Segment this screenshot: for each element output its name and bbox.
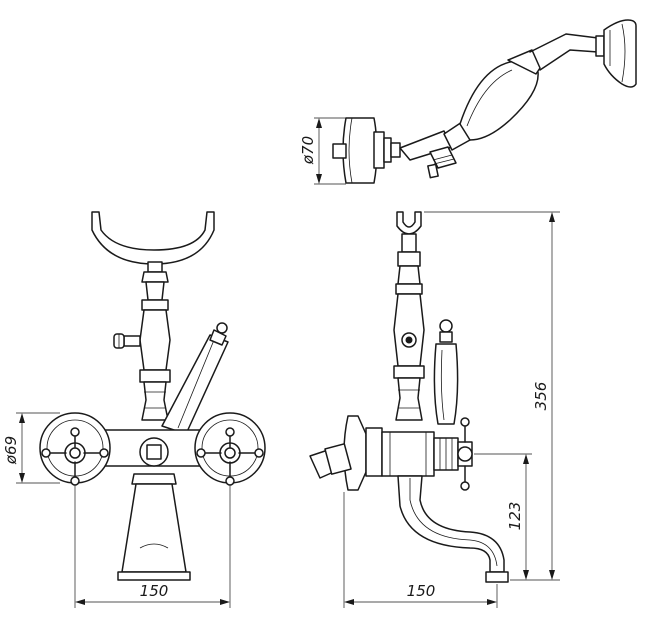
shower-handle — [443, 49, 541, 151]
dimension-label-flange: ø69 — [2, 436, 20, 465]
side-body — [309, 415, 473, 491]
dimension-label-front-width: 150 — [140, 582, 169, 600]
side-lever-handle — [433, 319, 459, 425]
front-center-nut — [139, 437, 169, 467]
faucet-side-view — [309, 211, 509, 583]
side-cross-handle — [457, 417, 473, 491]
right-wall-flange — [194, 412, 266, 486]
spout-height-dimension: 123 — [474, 453, 532, 580]
shower-cradle-fork — [91, 211, 215, 265]
front-spout — [117, 473, 191, 581]
shower-head-diameter-dimension: ø70 — [299, 117, 346, 185]
hand-shower — [332, 19, 637, 184]
faucet-front-view — [39, 211, 266, 581]
shower-swivel-elbow — [399, 130, 457, 179]
diverter-knob — [113, 333, 141, 349]
front-width-dimension: 150 — [74, 485, 231, 608]
flange-diameter-dimension: ø69 — [2, 412, 60, 484]
side-spout — [397, 475, 509, 583]
total-height-dimension: 356 — [424, 211, 560, 581]
left-cross-handle — [41, 427, 109, 486]
left-wall-flange — [39, 412, 111, 486]
dimension-label-total-height: 356 — [532, 382, 550, 411]
front-column — [139, 261, 171, 421]
shower-wall-connector — [332, 117, 401, 184]
shower-head — [595, 19, 637, 88]
dimension-label-shower-head: ø70 — [299, 136, 317, 165]
side-depth-dimension: 150 — [343, 492, 498, 608]
shower-arm — [529, 33, 599, 71]
dimension-label-spout-height: 123 — [506, 502, 524, 531]
dimension-label-side-depth: 150 — [407, 582, 436, 600]
right-cross-handle — [196, 427, 264, 486]
side-column — [393, 233, 425, 421]
side-cradle-fork — [396, 211, 422, 235]
